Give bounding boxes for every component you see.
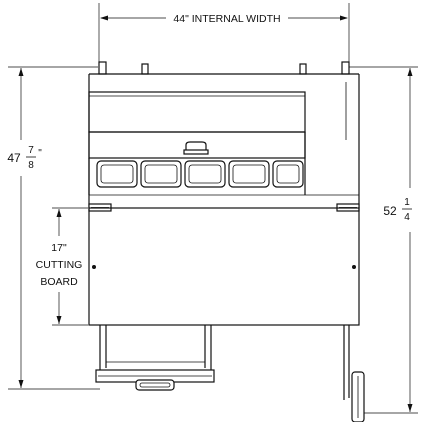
total-height-dimension: 52 1 4: [346, 66, 418, 414]
overall-height-inch-mark: ": [38, 148, 42, 159]
total-height-numerator: 1: [404, 197, 410, 208]
hinge-post-right-outer: [341, 61, 350, 75]
cutting-board-dimension: 17" CUTTING BOARD: [36, 207, 88, 326]
cutting-board-panel: [88, 207, 360, 326]
food-pan-1: [96, 160, 138, 188]
unit-body: [88, 61, 365, 422]
base-pedal-inner: [139, 382, 171, 388]
food-pan-3-inner: [188, 164, 222, 184]
cutting-board-arrow-top: [56, 209, 62, 217]
base-pedal[interactable]: [135, 379, 175, 391]
food-pan-5-inner: [276, 164, 300, 184]
total-height-denominator: 4: [404, 212, 410, 223]
food-pan-2: [140, 160, 182, 188]
food-pan-4: [228, 160, 270, 188]
internal-width-dimension: 44" INTERNAL WIDTH: [98, 3, 350, 68]
cutting-board-label-line1: CUTTING: [36, 259, 83, 271]
food-pan-5: [272, 160, 304, 188]
width-arrow-left: [100, 15, 108, 21]
food-pan-4-inner: [232, 164, 266, 184]
cabinet-screw-right: [352, 265, 356, 269]
width-arrow-right: [340, 15, 348, 21]
pan-row: [96, 160, 304, 188]
hinge-post-left-inner: [141, 63, 149, 75]
total-arrow-bottom: [407, 404, 413, 412]
overall-height-dimension: 47 7 8 ": [7, 66, 100, 390]
hinge-post-right-inner: [299, 63, 307, 75]
height-arrow-bottom: [18, 380, 24, 388]
overall-height-whole: 47: [7, 151, 21, 165]
lid-handle[interactable]: [185, 141, 207, 152]
internal-width-label: 44" INTERNAL WIDTH: [173, 13, 280, 25]
cutting-board-arrow-bottom: [56, 316, 62, 324]
height-arrow-top: [18, 68, 24, 76]
food-pan-2-inner: [144, 164, 178, 184]
overall-height-numerator: 7: [28, 145, 34, 156]
cutting-board-label-line2: BOARD: [40, 276, 78, 288]
food-pan-1-inner: [100, 164, 134, 184]
total-height-whole: 52: [383, 204, 397, 218]
cutting-board-value: 17": [51, 242, 67, 254]
overall-height-denominator: 8: [28, 160, 34, 171]
total-arrow-top: [407, 68, 413, 76]
hinge-post-left-outer: [98, 61, 107, 75]
lid-panel: [88, 91, 306, 133]
cabinet-screw-left: [92, 265, 96, 269]
lid-handle-base[interactable]: [183, 149, 209, 155]
food-pan-3: [184, 160, 226, 188]
